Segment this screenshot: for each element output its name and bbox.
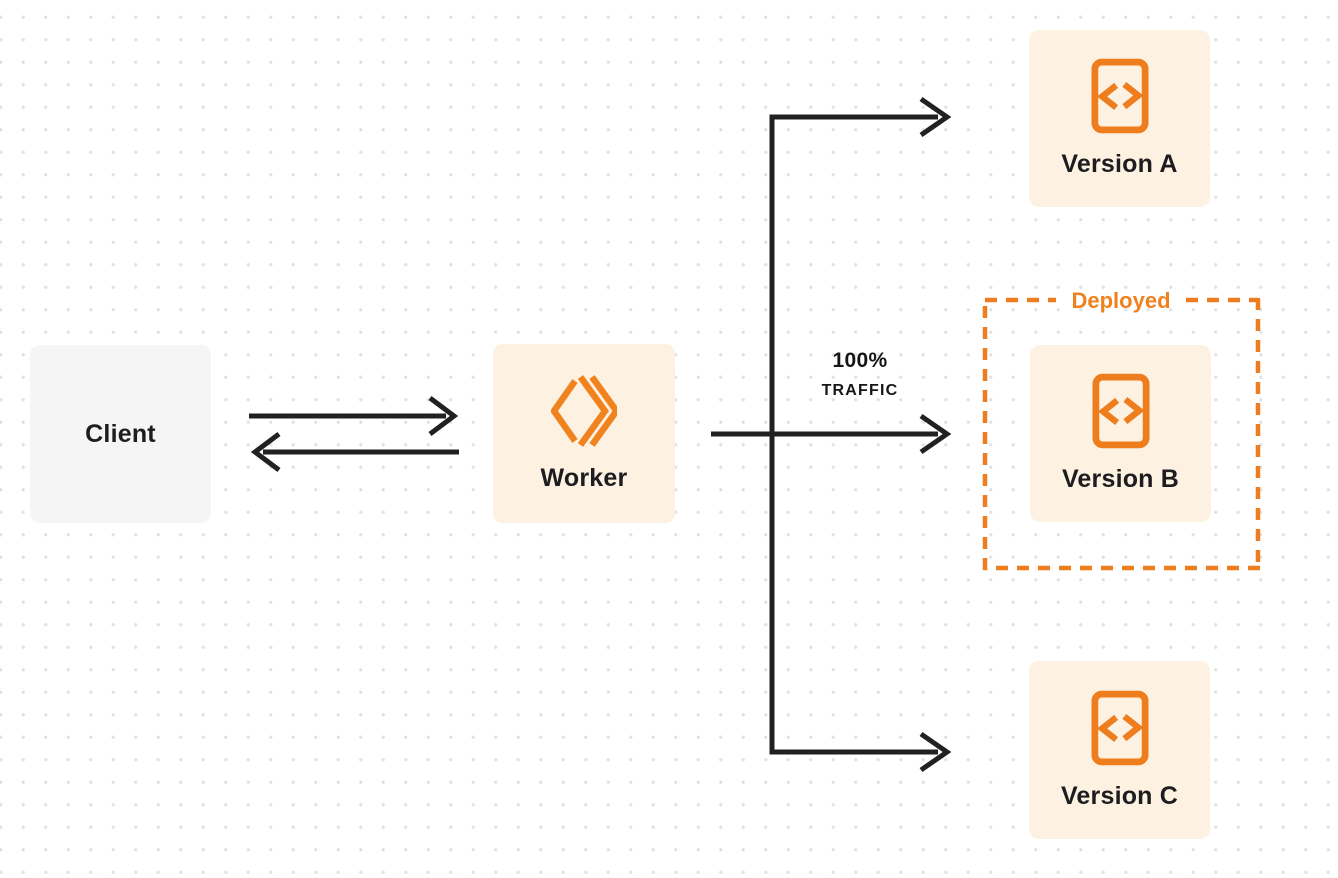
traffic-word-text: TRAFFIC	[821, 382, 899, 399]
code-file-icon	[1090, 690, 1149, 766]
version-a-node: Version A	[1029, 30, 1210, 207]
version-a-label: Version A	[1061, 150, 1178, 178]
version-a-arrowhead	[919, 96, 952, 138]
traffic-percent-text: 100%	[832, 349, 888, 372]
client-to-worker-arrow	[249, 396, 459, 436]
version-c-label: Version C	[1060, 781, 1179, 810]
deployed-group-label: Deployed	[1071, 288, 1171, 313]
client-node: Client	[30, 345, 211, 523]
traffic-annotation: 100% TRAFFIC	[780, 348, 940, 402]
worker-to-client-arrow	[250, 432, 459, 472]
worker-node: Worker	[493, 344, 675, 523]
code-file-icon	[1090, 58, 1149, 134]
worker-label: Worker	[540, 464, 628, 492]
code-file-icon	[1091, 373, 1150, 449]
traffic-branch-trunk	[769, 114, 938, 755]
client-label: Client	[85, 419, 156, 448]
workers-logo-icon	[550, 374, 621, 448]
version-c-node: Version C	[1029, 661, 1210, 839]
version-c-arrowhead	[919, 731, 952, 773]
version-b-arrowhead	[919, 413, 952, 455]
version-b-label: Version B	[1061, 465, 1180, 493]
version-b-node: Version B	[1030, 345, 1211, 522]
